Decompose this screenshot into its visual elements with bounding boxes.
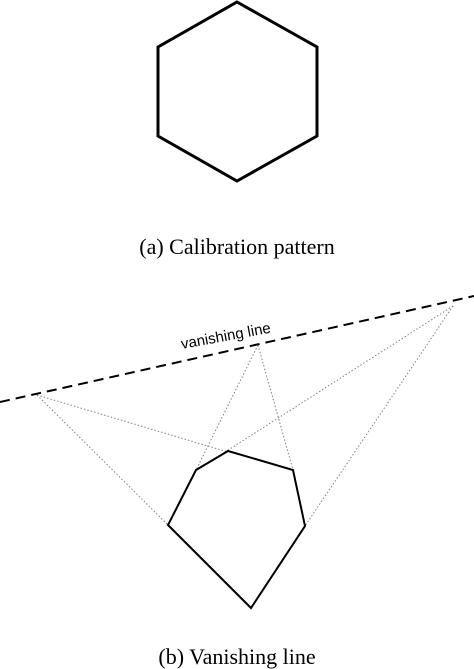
construction-lines: [36, 305, 454, 527]
projected-hexagon: [166, 449, 307, 610]
caption-vanishing-line: (b) Vanishing line: [158, 644, 316, 669]
construction-line: [207, 305, 454, 464]
vanishing-line: [0, 295, 474, 403]
hexagon: [156, 0, 319, 183]
construction-line: [257, 344, 294, 471]
construction-line: [36, 394, 169, 526]
caption-calibration-pattern: (a) Calibration pattern: [139, 234, 335, 259]
construction-line: [36, 394, 229, 453]
construction-line: [195, 344, 259, 471]
construction-line: [304, 305, 454, 527]
vanishing-line-label: vanishing line: [180, 320, 272, 353]
calibration-pattern: [156, 0, 319, 183]
vanishing-line-diagram: vanishing line: [0, 295, 474, 610]
